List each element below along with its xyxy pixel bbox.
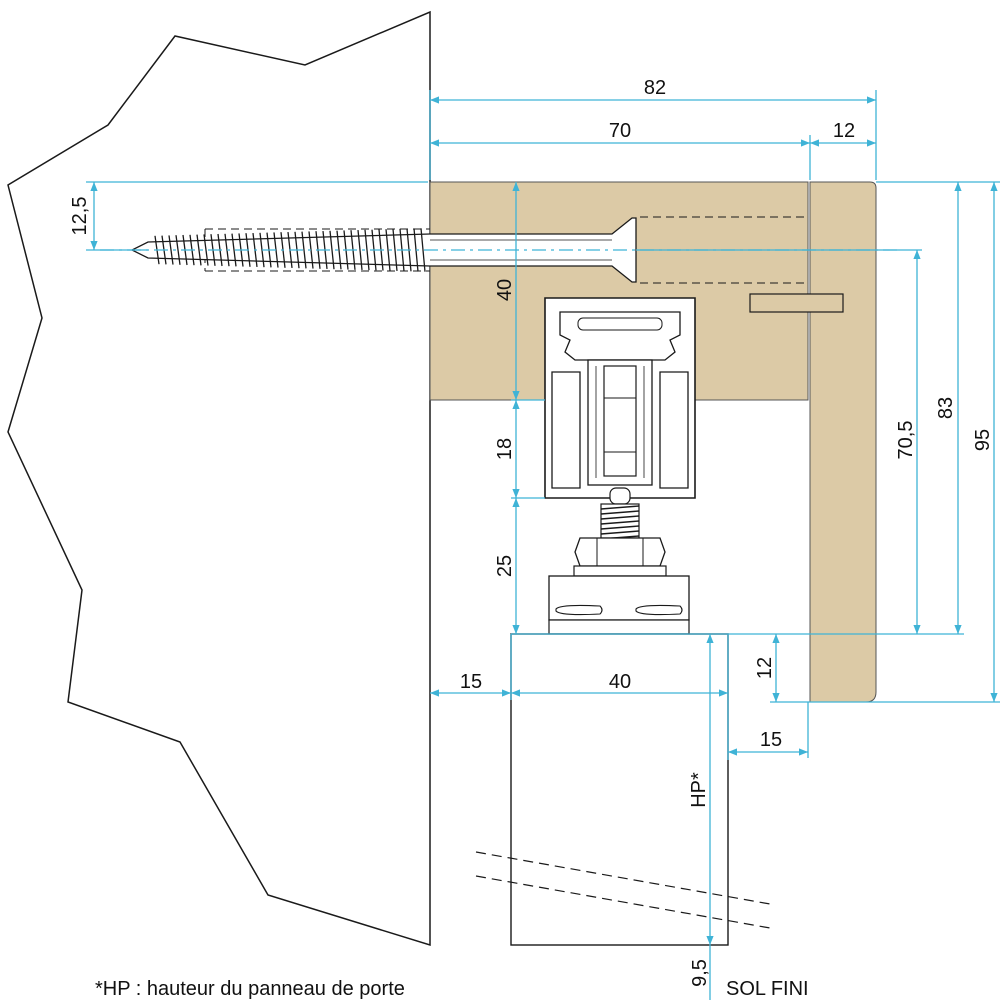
hanger-bolt xyxy=(548,487,690,635)
front-board xyxy=(809,181,877,703)
dim-track-height: 18 xyxy=(494,438,516,460)
rail-profile xyxy=(544,297,696,499)
dim-height-95: 95 xyxy=(972,429,994,451)
dim-height-70-5: 70,5 xyxy=(895,421,917,460)
stop-pin xyxy=(749,293,844,313)
break-lines xyxy=(475,851,771,929)
dim-panel-height: HP* xyxy=(688,772,710,808)
floor-label: SOL FINI xyxy=(726,978,809,1000)
dim-gap-height: 12 xyxy=(754,657,776,679)
dim-bracket-width: 70 xyxy=(609,120,631,142)
dim-total-width: 82 xyxy=(644,77,666,99)
dim-front-gap: 15 xyxy=(760,729,782,751)
dim-height-83: 83 xyxy=(935,397,957,419)
dim-hanger-height: 25 xyxy=(494,555,516,577)
dim-floor-gap: 9,5 xyxy=(689,959,711,987)
dim-screw-offset: 12,5 xyxy=(69,197,91,236)
dim-front-width: 12 xyxy=(833,120,855,142)
dim-bracket-height: 40 xyxy=(494,279,516,301)
dim-door-thickness: 40 xyxy=(609,671,631,693)
wall xyxy=(7,10,431,947)
door-panel xyxy=(510,633,729,946)
dim-door-offset: 15 xyxy=(460,671,482,693)
footnote: *HP : hauteur du panneau de porte xyxy=(95,978,405,1000)
dimension-lines xyxy=(86,90,1000,1000)
